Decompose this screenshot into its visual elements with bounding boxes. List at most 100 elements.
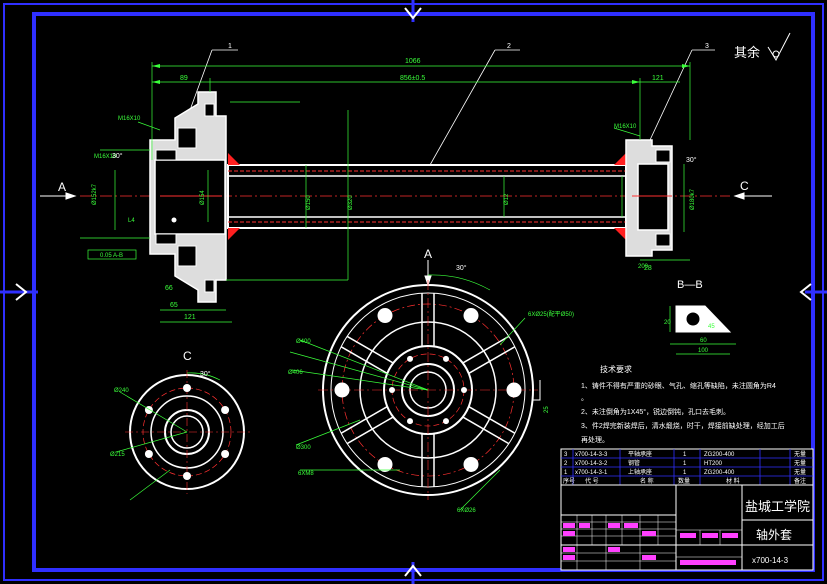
dimension-lines [80,62,691,323]
tapped-hole [389,387,395,393]
view-label-a-left: A [58,180,66,194]
tb-school: 盐城工学院 [745,499,810,514]
tb-header-name: 名 称 [640,477,654,485]
surface-finish-label: 其余 [734,45,760,60]
view-label-c-right: C [740,179,749,193]
tech-req-line-3: 2、未注倒角为1X45°，锐边倒钝，孔口去毛刺。 [581,407,730,416]
rib-edge [468,346,516,374]
dim-65: 65 [170,302,178,309]
dim-30b: 30° [686,156,697,164]
tb-header-note: 备注 [794,477,806,485]
tb-row-seq: 2 [564,461,568,467]
tb-row-code: x700-14-3-2 [575,461,608,467]
tech-requirements: 技术要求 1、铸件不得有严重的砂眼、气孔、缩孔等缺陷，未注圆角为R4 。 2、未… [581,364,785,444]
tech-req-title: 技术要求 [600,364,632,374]
tb-row-mass: 无量 [794,460,806,467]
hole-6xm8: 6XM8 [298,471,314,477]
rib-edge [468,406,516,434]
hole-6x26: 6XØ26 [457,508,476,514]
rib-edge [346,335,394,364]
tb-header-code: 代 号 [585,477,599,485]
tb-row-qty: 1 [683,452,687,458]
bolt-hole [221,406,230,414]
view-a-leaders [289,274,526,511]
tb-row-code: x700-14-3-3 [575,452,608,458]
dim-121b: 121 [184,314,196,321]
tech-req-line-4: 3、件2焊完新装焊后，清水煅烧，时干，焊接前缺处理，经加工后 [581,421,785,430]
bolt-hole [144,450,153,458]
hole-6x25: 6XØ25(配平Ø50) [528,311,574,318]
rib-edge [340,406,388,434]
dim-l4: L4 [128,218,135,224]
bolt-hole [506,382,522,398]
tb-row-qty: 1 [683,470,687,476]
tb-row-name: 钢管 [628,459,640,467]
tb-row-mat: ZG200-400 [704,452,735,458]
tb-row-seq: 3 [564,452,568,458]
dim-30d: 30° [200,370,211,378]
dim-856: 856±0.5 [400,75,425,82]
view-a-flange [318,280,541,500]
tb-row-name: 平轴承座 [628,450,652,458]
rib-edge [346,416,394,445]
tb-header-seq: 序号 [563,477,575,485]
bolt-hole [463,456,479,472]
view-bb [669,305,736,355]
dim-m16-right: M16X10 [614,124,637,130]
dim-d12: Ø12 [504,193,510,205]
bolt-hole [334,382,350,398]
rib-edge [462,416,510,445]
roughness-symbol [767,32,791,62]
tb-row-name: 上轴承座 [628,468,652,476]
dim-66: 66 [165,285,173,292]
bb-dim-200: 200 [638,264,649,270]
tapped-hole [443,418,449,425]
tb-row-mat: HT200 [704,461,723,467]
bb-dim-20: 20 [664,320,671,326]
dim-d400: Ø400 [296,339,311,345]
tapped-hole [407,418,413,425]
tb-drawing-no: x700-14-3 [752,556,789,565]
bb-dim-100: 100 [698,348,709,354]
tb-row-mass: 无量 [794,451,806,458]
view-label-bb: B—B [677,279,703,291]
balloon-3: 3 [705,43,709,50]
dim-d300: Ø300 [296,445,311,451]
dim-30a: 30° [112,152,123,160]
bolt-hole [183,384,191,392]
tb-row-seq: 1 [564,470,568,476]
dim-m16-1: M16X10 [118,116,141,122]
tb-row-mass: 无量 [794,469,806,476]
balloon-1: 1 [228,43,232,50]
tb-row-mat: ZG200-400 [704,470,735,476]
dim-d150: Ø150 [306,195,312,210]
view-c-leaders [115,372,221,501]
tb-row-code: x700-14-3-1 [575,470,608,476]
tb-row-qty: 1 [683,461,687,467]
tapped-hole [461,387,467,393]
bolt-hole [463,308,479,324]
rib-edge [462,335,510,364]
tb-header-qty: 数量 [678,477,690,485]
dimension-arrows [152,64,690,84]
view-label-a-top: A [424,247,432,261]
view-c-flange [125,370,250,494]
dim-dd25: 25 [544,406,550,413]
dim-right-121: 121 [652,75,664,82]
dim-30c: 30° [456,264,467,272]
bolt-hole [183,472,191,480]
tapped-hole [443,355,449,362]
view-label-c: C [183,349,192,363]
bb-dim-60: 60 [700,338,707,344]
dim-d406: Ø406 [288,370,303,376]
bolt-hole [377,308,393,324]
dim-left-89: 89 [180,75,188,82]
tapped-hole [407,355,413,362]
dim-d320: Ø320 [348,195,354,210]
bolt-hole [221,450,230,458]
dim-m16-2: M16X10 [94,154,117,160]
rib-edge [340,346,388,374]
bolt-hole [377,456,393,472]
